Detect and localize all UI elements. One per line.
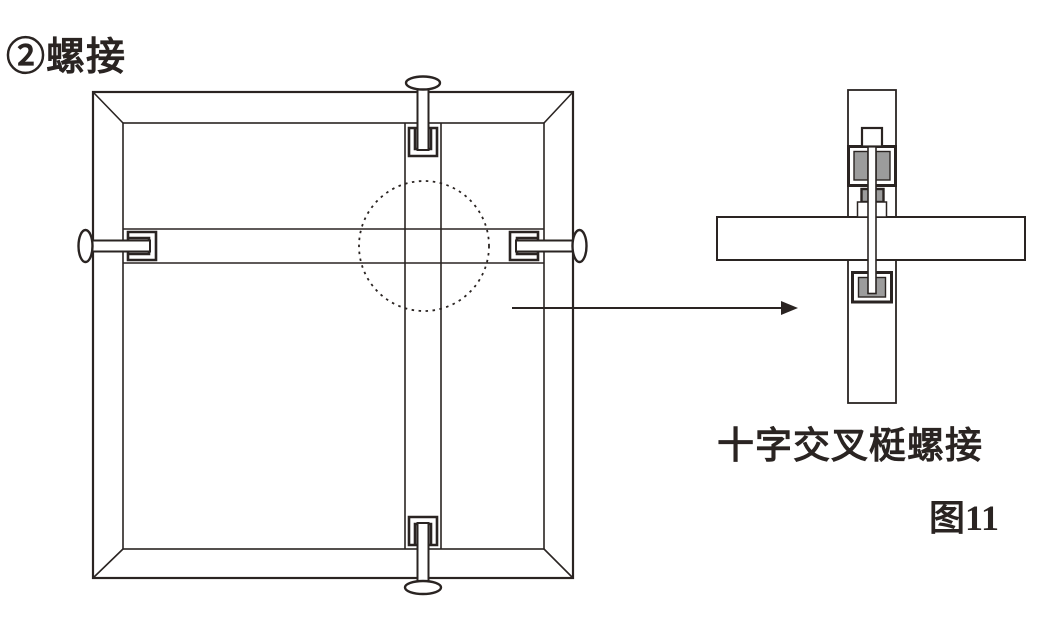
miter-top-left (92, 91, 124, 124)
detail-screw-head (860, 126, 884, 148)
screw-bottom (403, 515, 443, 596)
screw-right (508, 228, 588, 264)
frame-assembly-diagram (77, 75, 588, 596)
miter-top-right (543, 91, 574, 124)
screw-shaft (84, 239, 151, 253)
screw-shaft (416, 522, 430, 589)
screw-top (404, 75, 442, 158)
screw-shaft (416, 81, 430, 151)
vertical-mullion (404, 123, 442, 549)
screw-left (77, 228, 158, 264)
screw-head (571, 228, 588, 264)
connector-insert-right (875, 150, 891, 181)
screw-head (77, 228, 94, 264)
figure-number-label: 图11 (929, 498, 1000, 538)
miter-bottom-left (92, 548, 124, 579)
joint-highlight-circle (358, 180, 490, 312)
miter-bottom-right (543, 548, 574, 579)
screw-head (404, 75, 442, 91)
detail-screw-shaft (867, 145, 877, 295)
screw-head (403, 579, 443, 596)
detail-arrow-icon (512, 301, 798, 315)
section-title: ②螺接 (6, 36, 127, 79)
screw-shaft (515, 239, 581, 253)
detail-caption: 十字交叉梃螺接 (717, 426, 983, 467)
frame-outline (91, 90, 575, 580)
cross-joint-detail (716, 89, 1026, 404)
horizontal-mullion (123, 228, 544, 264)
connector-insert-left (853, 150, 869, 181)
